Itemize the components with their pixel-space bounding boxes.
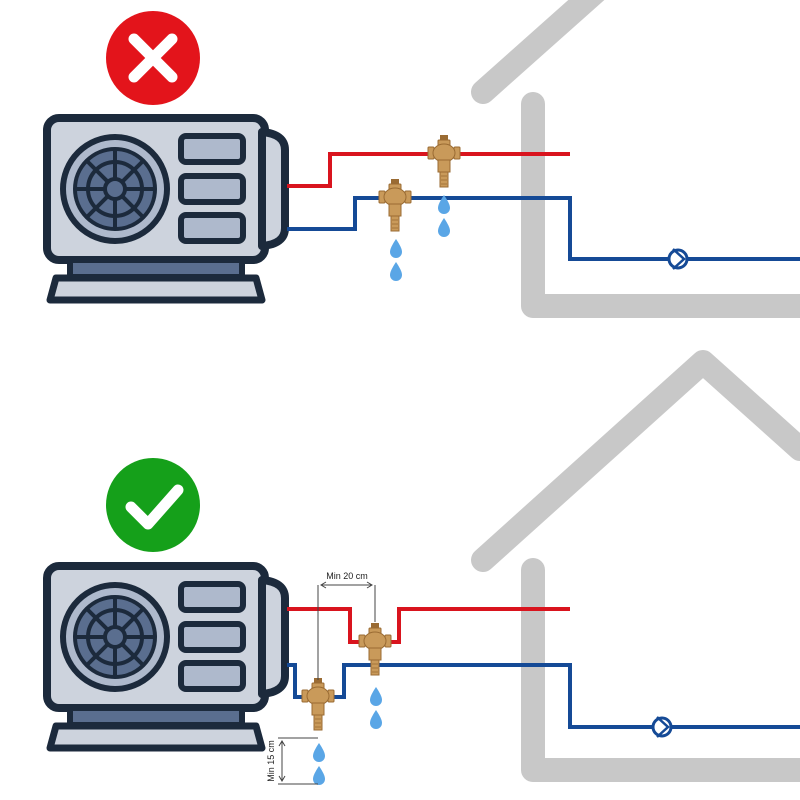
heat-pump-unit: [47, 118, 285, 300]
panel-incorrect: [47, 0, 800, 318]
vertical-distance-dimension: Min 15 cm: [266, 737, 318, 785]
horizontal-distance-dimension: Min 20 cm: [317, 571, 376, 680]
horizontal-distance-label: Min 20 cm: [326, 571, 368, 581]
cold-pipe: [287, 663, 800, 729]
vertical-distance-label: Min 15 cm: [266, 740, 276, 782]
house-outline: [471, 0, 800, 318]
check-valve-icon: [651, 716, 673, 738]
panel-correct: Min 20 cm Min 15 cm: [47, 350, 800, 785]
house-outline: [471, 350, 800, 782]
check-icon: [106, 458, 200, 552]
check-valve-icon: [667, 248, 689, 270]
cold-pipe: [287, 196, 800, 261]
heat-pump-unit: [47, 566, 285, 748]
valve-icon: [427, 134, 461, 188]
valve-icon: [378, 178, 412, 232]
cross-icon: [106, 11, 200, 105]
valve-icon: [358, 622, 392, 676]
valve-icon: [301, 677, 335, 731]
